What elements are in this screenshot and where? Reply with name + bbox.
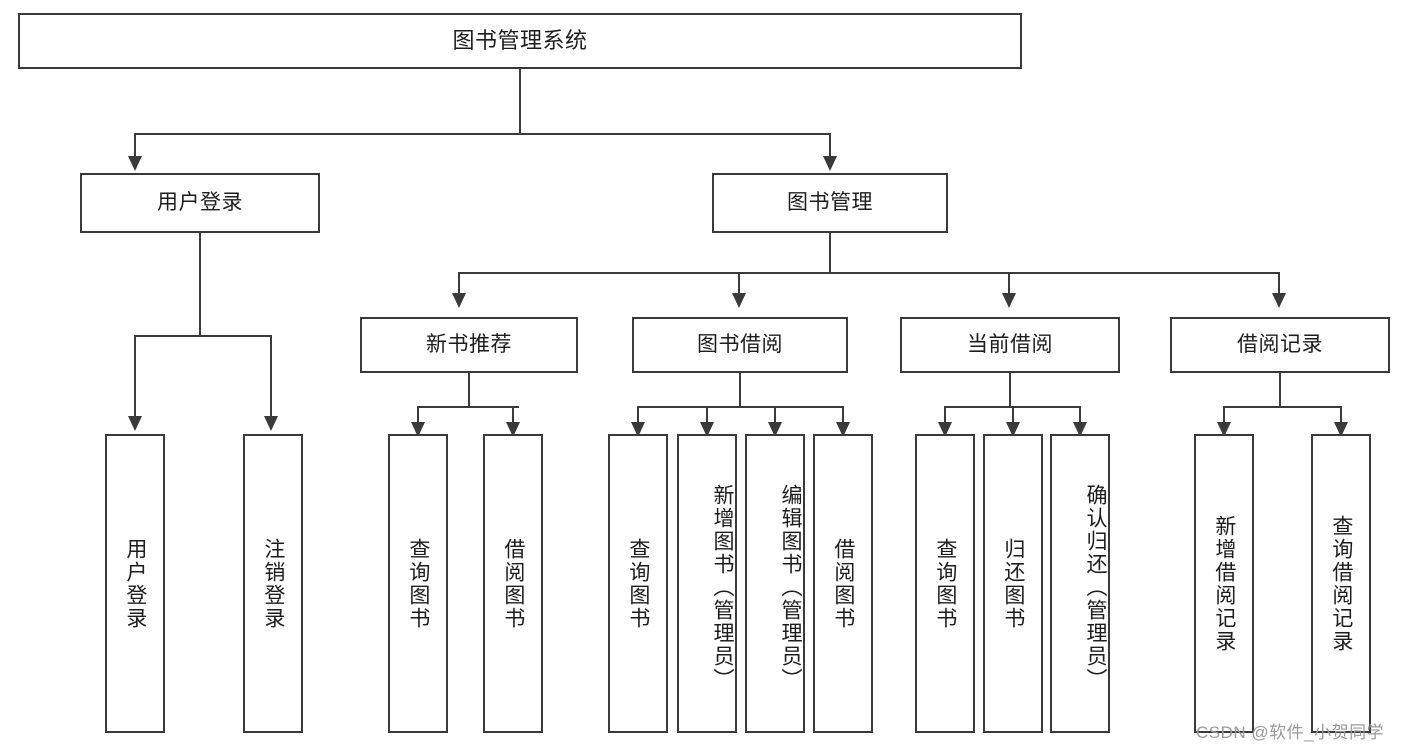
node-leaf-query-book-2-label: 查询图书 (626, 537, 650, 630)
node-leaf-confirm-return-label: 确认归还（管理员） (1084, 484, 1107, 691)
node-leaf-confirm-return[interactable]: 确认归还（管理员） (1050, 434, 1110, 733)
arrow-leaf-add-record (1217, 422, 1231, 437)
connector-bb-leaf1 (637, 406, 639, 424)
arrow-new-book-recommend (452, 293, 466, 308)
connector-cb-leaf3 (1079, 406, 1081, 424)
arrow-leaf-query-book-1 (411, 422, 425, 437)
node-leaf-query-book-3[interactable]: 查询图书 (915, 434, 975, 733)
arrow-leaf-user-login (128, 416, 142, 431)
node-root[interactable]: 图书管理系统 (18, 13, 1022, 69)
arrow-leaf-borrow-book-1 (506, 422, 520, 437)
arrow-leaf-query-book-3 (938, 422, 952, 437)
node-leaf-add-book-label: 新增图书（管理员） (711, 484, 734, 691)
node-leaf-return-book-label: 归还图书 (1001, 537, 1025, 630)
connector-bb-leaf3 (774, 406, 776, 424)
node-leaf-logout-login[interactable]: 注销登录 (243, 434, 303, 733)
node-leaf-edit-book-label: 编辑图书（管理员） (779, 484, 802, 691)
connector-book-manage-down (829, 233, 831, 273)
connector-bm-to-borrow-record (1278, 272, 1280, 294)
node-book-borrow-label: 图书借阅 (697, 333, 783, 357)
node-leaf-user-login[interactable]: 用户登录 (105, 434, 165, 733)
arrow-leaf-borrow-book-2 (836, 422, 850, 437)
connector-borrow-record-down (1279, 373, 1281, 407)
connector-borrow-record-bus (1223, 406, 1341, 408)
connector-bb-leaf4 (842, 406, 844, 424)
arrow-to-user-login (128, 156, 142, 171)
node-leaf-return-book[interactable]: 归还图书 (983, 434, 1043, 733)
arrow-leaf-return-book (1006, 422, 1020, 437)
node-leaf-query-book-2[interactable]: 查询图书 (608, 434, 668, 733)
arrow-leaf-logout-login (264, 416, 278, 431)
node-current-borrow-label: 当前借阅 (967, 333, 1053, 357)
node-borrow-record-label: 借阅记录 (1237, 333, 1323, 357)
node-book-borrow[interactable]: 图书借阅 (632, 317, 848, 373)
node-leaf-borrow-book-2[interactable]: 借阅图书 (813, 434, 873, 733)
node-book-manage[interactable]: 图书管理 (712, 173, 948, 233)
connector-book-manage-bus (458, 272, 1280, 274)
watermark: CSDN @软件_小贺同学 (1196, 723, 1385, 742)
arrow-leaf-query-book-2 (631, 422, 645, 437)
arrow-leaf-add-book (700, 422, 714, 437)
connector-current-borrow-down (1009, 373, 1011, 407)
connector-br-leaf1 (1223, 406, 1225, 424)
node-current-borrow[interactable]: 当前借阅 (900, 317, 1120, 373)
connector-root-to-book-manage (829, 133, 831, 158)
node-leaf-add-record-label: 新增借阅记录 (1212, 514, 1236, 653)
node-leaf-borrow-book-1[interactable]: 借阅图书 (483, 434, 543, 733)
node-leaf-edit-book[interactable]: 编辑图书（管理员） (745, 434, 805, 733)
connector-user-login-bus (134, 335, 271, 337)
connector-new-book-bus (417, 406, 519, 408)
node-leaf-borrow-book-1-label: 借阅图书 (501, 537, 525, 630)
node-borrow-record[interactable]: 借阅记录 (1170, 317, 1390, 373)
connector-cb-leaf2 (1012, 406, 1014, 424)
connector-book-borrow-down (739, 373, 741, 407)
arrow-leaf-query-record (1334, 422, 1348, 437)
arrow-to-book-manage (823, 156, 837, 171)
connector-bm-to-new-book (458, 272, 460, 294)
connector-nb-leaf1 (417, 406, 419, 424)
connector-nb-leaf2 (512, 406, 514, 424)
connector-new-book-down (468, 373, 470, 407)
arrow-current-borrow (1002, 293, 1016, 308)
connector-book-borrow-bus (637, 406, 843, 408)
connector-user-login-leaf1 (134, 335, 136, 417)
node-leaf-borrow-book-2-label: 借阅图书 (831, 537, 855, 630)
node-leaf-add-book[interactable]: 新增图书（管理员） (677, 434, 737, 733)
node-root-label: 图书管理系统 (452, 27, 588, 53)
connector-cb-leaf1 (944, 406, 946, 424)
connector-bm-to-current-borrow (1008, 272, 1010, 294)
arrow-leaf-confirm-return (1073, 422, 1087, 437)
node-leaf-query-book-1[interactable]: 查询图书 (388, 434, 448, 733)
arrow-book-borrow (732, 293, 746, 308)
connector-root-bus (134, 133, 831, 135)
node-leaf-logout-login-label: 注销登录 (261, 537, 285, 630)
connector-root-to-user-login (134, 133, 136, 158)
connector-bm-to-book-borrow (738, 272, 740, 294)
connector-bb-leaf2 (706, 406, 708, 424)
node-leaf-user-login-label: 用户登录 (123, 537, 147, 630)
node-user-login[interactable]: 用户登录 (80, 173, 320, 233)
node-leaf-add-record[interactable]: 新增借阅记录 (1194, 434, 1254, 733)
node-user-login-label: 用户登录 (157, 191, 243, 215)
node-new-book-recommend[interactable]: 新书推荐 (360, 317, 578, 373)
node-new-book-recommend-label: 新书推荐 (426, 333, 512, 357)
connector-user-login-down (199, 233, 201, 336)
connector-br-leaf2 (1340, 406, 1342, 424)
arrow-leaf-edit-book (768, 422, 782, 437)
node-leaf-query-record-label: 查询借阅记录 (1329, 514, 1353, 653)
node-leaf-query-record[interactable]: 查询借阅记录 (1311, 434, 1371, 733)
arrow-borrow-record (1272, 293, 1286, 308)
node-leaf-query-book-1-label: 查询图书 (406, 537, 430, 630)
node-book-manage-label: 图书管理 (787, 191, 873, 215)
connector-user-login-leaf2 (270, 335, 272, 417)
node-leaf-query-book-3-label: 查询图书 (933, 537, 957, 630)
connector-root-down (519, 69, 521, 134)
